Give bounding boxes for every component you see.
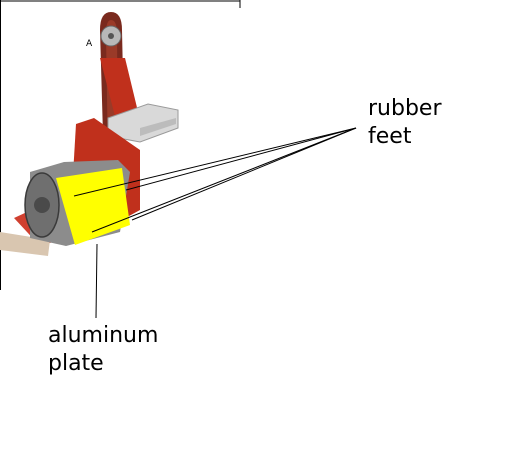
aluminum-plate-line-2: plate	[48, 351, 104, 376]
aluminum-plate-line-1: aluminum	[48, 323, 159, 348]
belt-sander-illustration	[0, 12, 179, 256]
aluminum-plate-leader	[95, 243, 98, 319]
idler-hub	[108, 33, 114, 39]
leader-line-1	[73, 127, 357, 197]
rubber-feet-leaders	[73, 127, 357, 233]
leader-line-2	[125, 127, 357, 191]
rubber-feet-label: rubber feet	[368, 95, 442, 151]
leader-line-4	[131, 127, 357, 221]
aluminum-plate-label: aluminum plate	[48, 322, 158, 378]
motor-shaft	[34, 197, 50, 213]
rubber-feet-line-1: rubber	[368, 96, 442, 121]
work-rest-edge	[140, 118, 176, 136]
rubber-feet-line-2: feet	[368, 124, 412, 149]
leader-line-3	[91, 127, 357, 233]
small-mark-text: A	[86, 39, 93, 49]
